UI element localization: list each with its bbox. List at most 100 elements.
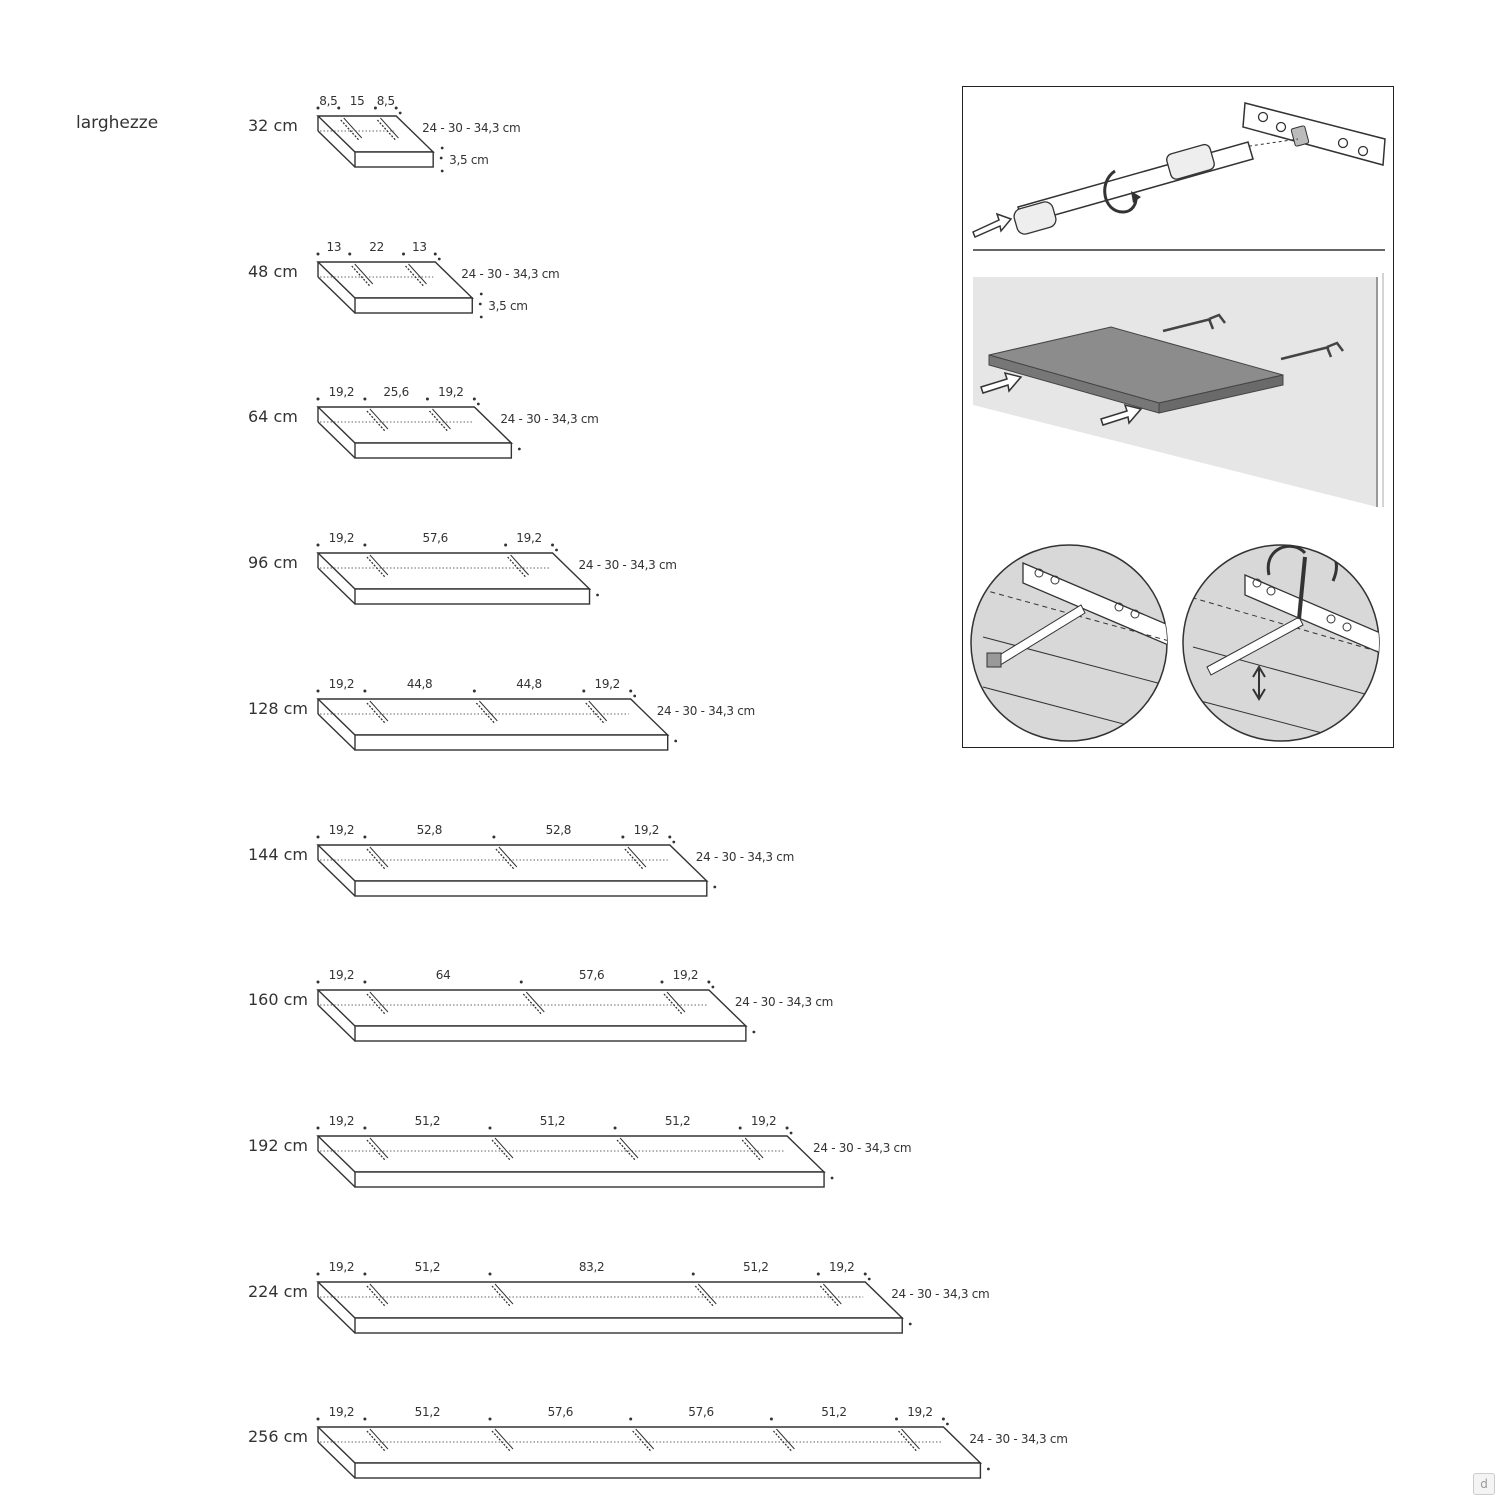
shelf-top-face xyxy=(316,844,709,882)
bracket-pin-marker xyxy=(819,1285,839,1307)
dimension-tick-dot xyxy=(596,593,599,597)
depth-dimension-label: 24 - 30 - 34,3 cm xyxy=(461,267,559,281)
bracket-pin-marker xyxy=(697,1283,717,1305)
segment-dimension-label: 19,2 xyxy=(329,968,355,982)
segment-dimension-label: 8,5 xyxy=(319,94,337,108)
segment-dimension-label: 19,2 xyxy=(329,677,355,691)
shelf-width-label: 128 cm xyxy=(248,699,308,718)
dimension-tick-dot xyxy=(398,111,402,115)
shelf-width-label: 32 cm xyxy=(248,116,298,135)
dimension-tick-dot xyxy=(440,169,444,173)
dimension-tick-dot xyxy=(551,543,555,547)
dimension-tick-dot xyxy=(363,689,367,693)
dimension-tick-dot xyxy=(517,447,521,451)
dimension-tick-dot xyxy=(363,1126,367,1130)
bracket-pin-marker xyxy=(772,1430,792,1452)
segment-dimension-label: 19,2 xyxy=(594,677,620,691)
dimension-tick-dot xyxy=(519,980,523,984)
bracket-pin-marker xyxy=(478,700,498,722)
dimension-tick-dot xyxy=(816,1272,820,1276)
shelf-side-edge xyxy=(317,567,356,605)
dimension-tick-dot xyxy=(316,980,320,984)
dimension-tick-dot xyxy=(691,1272,695,1276)
bracket-pin-marker xyxy=(624,848,644,870)
segment-dimension-label: 19,2 xyxy=(673,968,699,982)
dimension-tick-dot xyxy=(476,402,480,406)
depth-dimension-label: 24 - 30 - 34,3 cm xyxy=(657,704,755,718)
installation-panel xyxy=(962,86,1394,748)
shelf-side-edge xyxy=(317,421,356,459)
dimension-tick-dot xyxy=(316,543,320,547)
dimension-tick-dot xyxy=(363,835,367,839)
dimension-tick-dot xyxy=(394,106,398,110)
segment-dimension-label: 19,2 xyxy=(329,823,355,837)
dimension-tick-dot xyxy=(621,835,625,839)
shelf-width-label: 160 cm xyxy=(248,990,308,1009)
mounting-bracket-icon xyxy=(1162,313,1226,333)
segment-dimension-label: 13 xyxy=(412,240,427,254)
bracket-pin-marker xyxy=(475,702,495,724)
segment-dimension-label: 44,8 xyxy=(407,677,433,691)
segment-dimension-label: 19,2 xyxy=(329,385,355,399)
shelf-slide-step xyxy=(973,273,1384,507)
bracket-pin-marker xyxy=(619,1137,639,1159)
screw-adjust-left-step xyxy=(970,544,1168,742)
shelf-front-face xyxy=(354,1462,982,1479)
depth-dimension-label: 24 - 30 - 34,3 cm xyxy=(813,1141,911,1155)
shelf-front-face xyxy=(354,442,513,459)
dimension-tick-dot xyxy=(479,315,483,319)
dimension-tick-dot xyxy=(337,106,341,110)
bracket-pin-marker xyxy=(369,1428,389,1450)
segment-dimension-label: 8,5 xyxy=(377,94,395,108)
depth-dimension-label: 24 - 30 - 34,3 cm xyxy=(735,995,833,1009)
dimension-tick-dot xyxy=(492,835,496,839)
dimension-tick-dot xyxy=(863,1272,867,1276)
dimension-tick-dot xyxy=(472,689,476,693)
dimension-tick-dot xyxy=(711,985,715,989)
bracket-pin-marker xyxy=(366,1430,386,1452)
segment-dimension-label: 19,2 xyxy=(329,531,355,545)
bracket-pin-marker xyxy=(495,848,515,870)
shelf-side-edge xyxy=(317,713,356,751)
segment-dimension-label: 19,2 xyxy=(829,1260,855,1274)
shelf-side-edge xyxy=(317,1004,356,1042)
bracket-pin-marker xyxy=(428,410,448,432)
shelf-width-label: 192 cm xyxy=(248,1136,308,1155)
dimension-tick-dot xyxy=(752,1030,756,1034)
bracket-pin-marker xyxy=(522,993,542,1015)
depth-dimension-label: 24 - 30 - 34,3 cm xyxy=(579,558,677,572)
push-arrow-icon xyxy=(980,371,1023,394)
dimension-tick-dot xyxy=(488,1126,492,1130)
dimension-tick-dot xyxy=(437,257,441,261)
shelf-front-face xyxy=(354,151,434,168)
segment-dimension-label: 51,2 xyxy=(415,1114,441,1128)
dimension-tick-dot xyxy=(433,252,437,256)
depth-dimension-label: 24 - 30 - 34,3 cm xyxy=(500,412,598,426)
bracket-pin-marker xyxy=(494,1428,514,1450)
shelf-width-label: 96 cm xyxy=(248,553,298,572)
dimension-tick-dot xyxy=(316,1126,320,1130)
thickness-dimension-label: 3,5 cm xyxy=(449,153,488,167)
bracket-pin-marker xyxy=(666,991,686,1013)
segment-dimension-label: 51,2 xyxy=(415,1260,441,1274)
segment-dimension-label: 25,6 xyxy=(383,385,409,399)
dimension-tick-dot xyxy=(316,252,320,256)
bracket-pin-marker xyxy=(366,702,386,724)
bracket-pin-marker xyxy=(408,263,427,285)
screw-adjust-right-step xyxy=(1182,544,1380,742)
segment-dimension-label: 57,6 xyxy=(422,531,448,545)
segment-dimension-label: 15 xyxy=(350,94,365,108)
mounting-bracket-icon xyxy=(1280,341,1344,361)
bracket-pin-marker xyxy=(366,1285,386,1307)
installation-illustration xyxy=(970,102,1386,742)
thickness-dimension-label: 3,5 cm xyxy=(488,299,527,313)
dimension-tick-dot xyxy=(738,1126,742,1130)
segment-dimension-label: 52,8 xyxy=(417,823,443,837)
dimension-tick-dot xyxy=(613,1126,617,1130)
bracket-pin-marker xyxy=(491,1285,511,1307)
bracket-pin-marker xyxy=(635,1428,655,1450)
bracket-pin-marker xyxy=(744,1137,764,1159)
push-arrow-icon xyxy=(972,212,1013,238)
dimension-tick-dot xyxy=(941,1417,945,1421)
